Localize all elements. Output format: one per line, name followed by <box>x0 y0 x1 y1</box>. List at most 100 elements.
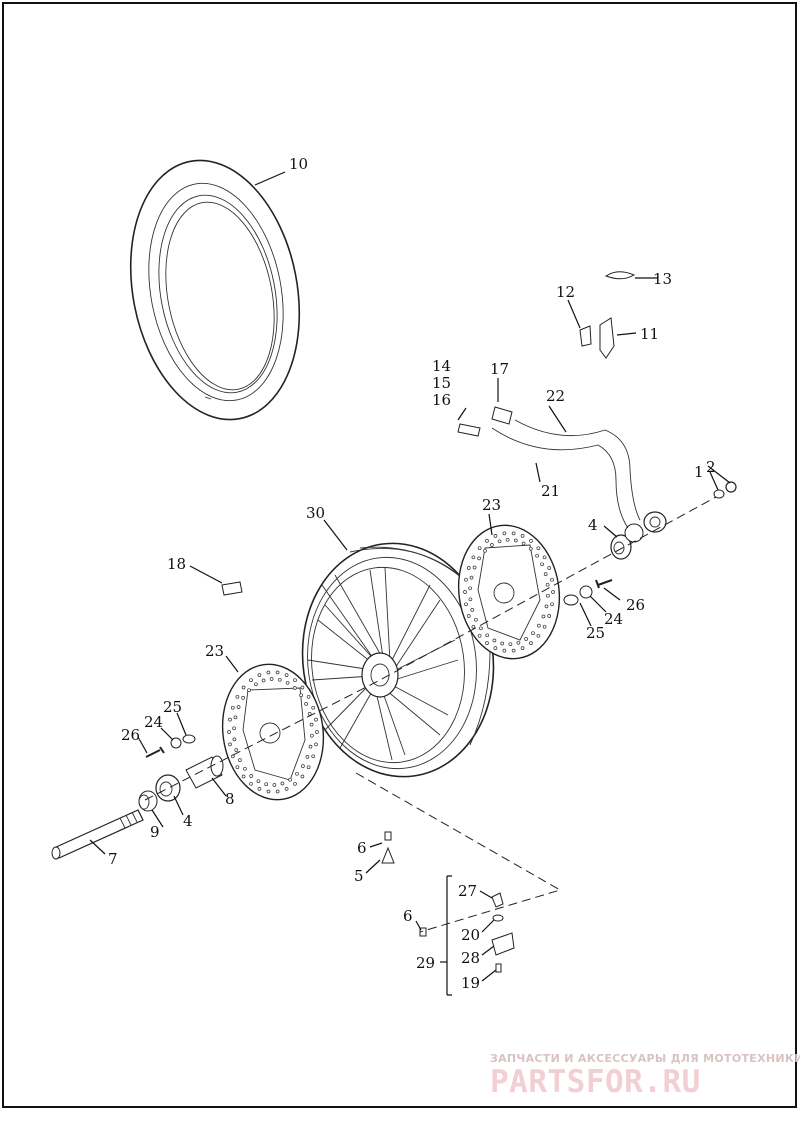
sleeve-8 <box>185 755 224 789</box>
disc-hole <box>261 678 266 683</box>
speed-sensor <box>624 511 667 543</box>
disc-hole <box>227 730 231 734</box>
disc-hole <box>542 555 547 560</box>
callout-25-right: 25 <box>586 624 605 642</box>
disc-hole <box>232 726 236 731</box>
disc-hole <box>537 623 541 628</box>
callout-23-left: 23 <box>205 642 224 660</box>
disc-hole <box>234 748 239 752</box>
disc-hole <box>479 626 483 631</box>
disc-hole <box>493 646 498 650</box>
disc-hole <box>550 577 554 582</box>
disc-hole <box>470 608 475 612</box>
nut-2 <box>725 481 737 493</box>
disc-hole <box>468 597 473 602</box>
disc-hole <box>516 640 521 645</box>
weight-18 <box>221 581 243 596</box>
disc-hole <box>233 715 238 720</box>
disc-hole <box>536 546 541 551</box>
tpms-assembly <box>419 875 515 996</box>
disc-hole <box>535 553 539 558</box>
callout-6-upper: 6 <box>357 839 367 857</box>
disc-hole <box>477 556 481 561</box>
disc-hole <box>293 781 297 786</box>
disc-hole <box>513 538 518 543</box>
callout-4-left: 4 <box>183 812 193 830</box>
leader-lines <box>89 171 731 982</box>
disc-hole <box>285 680 290 685</box>
callout-15: 15 <box>432 374 451 392</box>
disc-hole <box>235 694 240 699</box>
callout-30: 30 <box>306 504 325 522</box>
disc-hole <box>241 774 246 779</box>
disc-hole <box>463 590 467 594</box>
disc-hole <box>241 696 245 700</box>
disc-hole <box>511 648 516 653</box>
disc-hole <box>249 774 254 778</box>
callout-24-left: 24 <box>144 713 163 731</box>
disc-hole <box>284 787 289 791</box>
clip-12 <box>579 325 592 347</box>
sensor-harness <box>457 406 641 529</box>
callout-13: 13 <box>653 270 672 288</box>
callout-5: 5 <box>354 867 364 885</box>
washer-24-right <box>579 585 593 599</box>
disc-hole <box>230 705 235 710</box>
disc-hole <box>521 541 526 546</box>
disc-hole <box>502 531 507 536</box>
disc-hole <box>308 744 313 749</box>
disc-hole <box>228 742 232 747</box>
disc-hole <box>485 539 489 543</box>
disc-hole <box>542 624 547 629</box>
disc-hole <box>310 733 314 738</box>
callout-23-right: 23 <box>482 496 501 514</box>
disc-hole <box>315 730 319 734</box>
callout-20: 20 <box>461 926 480 944</box>
disc-hole <box>277 677 282 682</box>
callout-25-left: 25 <box>163 698 182 716</box>
disc-hole <box>493 534 498 538</box>
disc-hole <box>505 537 510 542</box>
clip-13 <box>604 271 636 280</box>
washer-25-right <box>563 594 579 606</box>
disc-hole <box>464 602 468 607</box>
disc-hole <box>547 566 552 570</box>
callout-24-right: 24 <box>604 610 623 628</box>
disc-hole <box>529 539 533 543</box>
disc-hole <box>306 765 311 770</box>
disc-hole <box>314 742 318 747</box>
callout-18: 18 <box>167 555 186 573</box>
disc-hole <box>531 631 535 636</box>
callout-26-right: 26 <box>626 596 645 614</box>
disc-hole <box>546 593 550 598</box>
disc-hole <box>232 737 237 742</box>
callout-7: 7 <box>108 850 118 868</box>
disc-hole <box>238 758 242 762</box>
callout-8: 8 <box>225 790 235 808</box>
disc-hole <box>301 764 305 768</box>
washer-25-left <box>182 734 196 744</box>
disc-hole <box>474 617 478 622</box>
disc-hole <box>309 722 314 727</box>
disc-hole <box>524 637 528 641</box>
disc-hole <box>497 539 502 544</box>
disc-hole <box>536 633 541 638</box>
callout-19: 19 <box>461 974 480 992</box>
washer-24-left <box>170 737 182 749</box>
disc-hole <box>490 543 494 547</box>
disc-hole <box>471 555 476 560</box>
disc-hole <box>485 641 489 645</box>
callout-22: 22 <box>546 387 565 405</box>
disc-hole <box>529 641 533 645</box>
disc-hole <box>466 614 471 618</box>
disc-hole <box>284 673 289 677</box>
callout-labels: 10 13 12 11 14 15 16 17 22 21 1 2 4 23 3… <box>108 155 716 992</box>
disc-hole <box>472 565 477 570</box>
axle <box>51 809 144 860</box>
disc-hole <box>483 548 487 553</box>
disc-hole <box>477 633 482 638</box>
disc-hole <box>492 638 497 643</box>
disc-hole <box>468 586 472 591</box>
brake-disc-right <box>457 524 561 660</box>
callout-9: 9 <box>150 823 160 841</box>
